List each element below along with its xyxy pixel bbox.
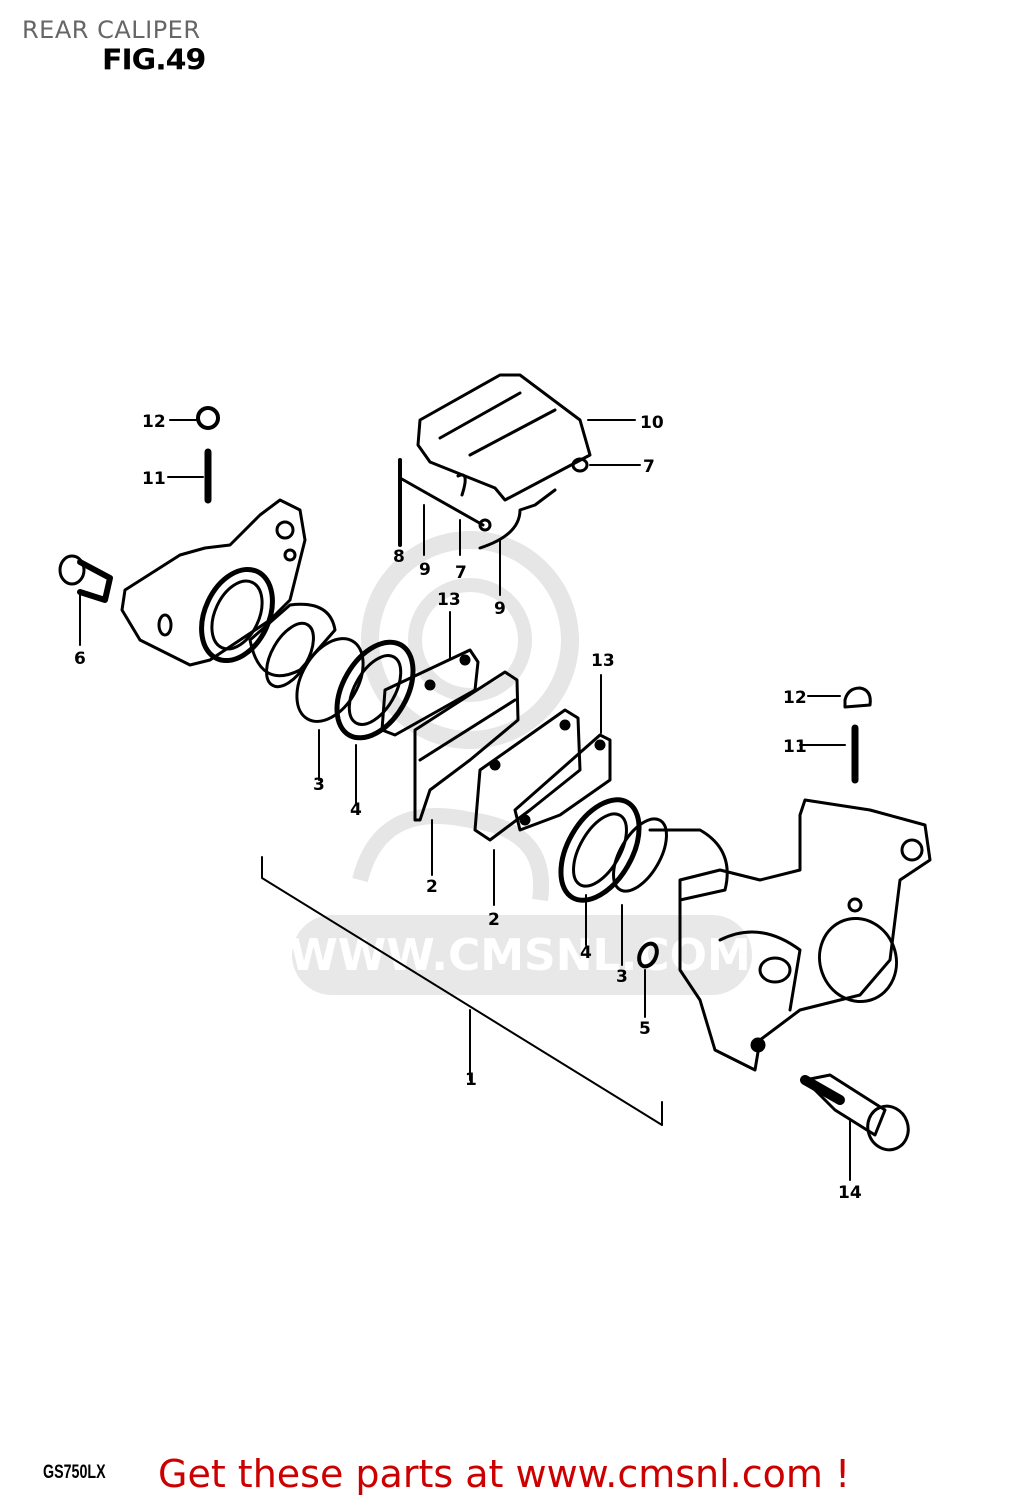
right-seal <box>558 797 642 903</box>
svg-text:6: 6 <box>74 649 86 669</box>
callout-labels: 12 11 6 10 7 8 9 7 9 13 13 3 4 2 2 4 3 5… <box>74 412 862 1203</box>
bolt-14 <box>800 1073 910 1152</box>
right-caliper-half <box>678 798 932 1072</box>
svg-text:12: 12 <box>142 412 166 432</box>
svg-text:11: 11 <box>783 737 807 757</box>
figure-number: FIG.49 <box>102 43 206 78</box>
svg-text:9: 9 <box>494 599 506 619</box>
right-piston <box>612 817 668 893</box>
promo-link[interactable]: Get these parts at www.cmsnl.com ! <box>158 1452 851 1496</box>
svg-text:1: 1 <box>465 1070 477 1090</box>
left-pad <box>413 670 520 822</box>
svg-text:2: 2 <box>488 910 500 930</box>
left-piston <box>248 602 337 689</box>
bleeder-cap-right <box>843 686 872 709</box>
svg-text:10: 10 <box>640 413 664 433</box>
spring-left <box>456 473 467 497</box>
right-pad <box>473 708 582 842</box>
svg-text:13: 13 <box>437 590 461 610</box>
bleeder-cap-left <box>196 406 220 430</box>
left-caliper-half <box>120 498 307 667</box>
svg-text:12: 12 <box>783 688 807 708</box>
pad-pin <box>398 476 485 527</box>
pad-pin-right <box>571 457 589 473</box>
svg-text:9: 9 <box>419 560 431 580</box>
diagram-title: REAR CALIPER <box>22 16 201 44</box>
svg-text:2: 2 <box>426 877 438 897</box>
left-seal <box>295 637 416 741</box>
leader-lines <box>79 419 851 1181</box>
watermark-text: WWW.CMSNL.COM <box>289 930 751 981</box>
svg-text:14: 14 <box>838 1183 862 1203</box>
svg-text:11: 11 <box>142 469 166 489</box>
svg-text:7: 7 <box>455 563 467 583</box>
model-code: GS750LX <box>43 1462 106 1483</box>
svg-text:8: 8 <box>393 547 405 567</box>
bolt-6 <box>58 554 113 603</box>
o-ring <box>637 941 659 969</box>
svg-text:3: 3 <box>313 775 325 795</box>
svg-text:13: 13 <box>591 651 615 671</box>
watermark-logo: WWW.CMSNL.COM <box>289 531 752 995</box>
svg-text:3: 3 <box>616 967 628 987</box>
pad-cover <box>416 373 592 502</box>
svg-text:5: 5 <box>639 1019 651 1039</box>
right-shim <box>513 733 612 832</box>
svg-text:7: 7 <box>643 457 655 477</box>
svg-text:4: 4 <box>580 943 592 963</box>
spring-right <box>478 488 557 550</box>
svg-text:4: 4 <box>350 800 362 820</box>
